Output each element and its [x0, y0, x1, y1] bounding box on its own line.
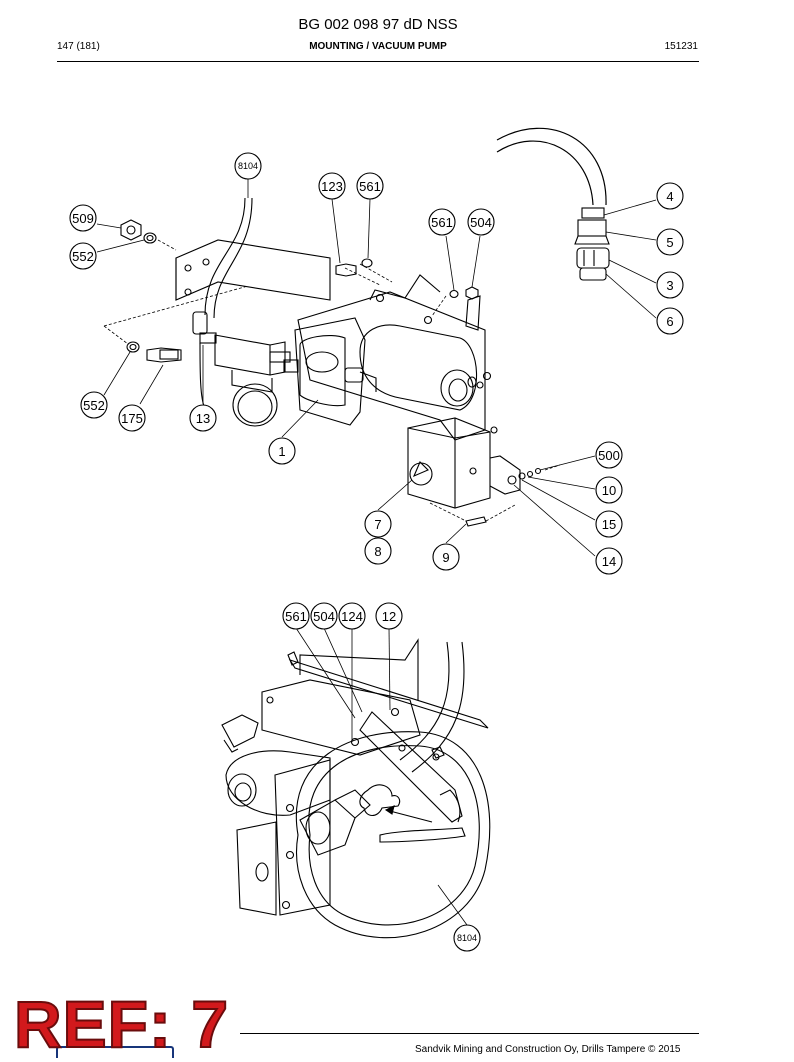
svg-text:5: 5 [666, 235, 673, 250]
svg-text:175: 175 [121, 411, 143, 426]
svg-text:500: 500 [598, 448, 620, 463]
svg-text:15: 15 [602, 517, 616, 532]
callout-10: 10 [595, 476, 623, 504]
section-title: MOUNTING / VACUUM PUMP [309, 41, 447, 52]
svg-text:561: 561 [431, 215, 453, 230]
header-rule [57, 61, 699, 62]
callout-123: 123 [318, 172, 346, 200]
callout-504-bottom: 504 [310, 602, 338, 630]
svg-text:509: 509 [72, 211, 94, 226]
company-logo-icon [56, 1046, 174, 1058]
callout-500: 500 [595, 441, 623, 469]
svg-text:123: 123 [321, 179, 343, 194]
top-assembly-drawing [96, 127, 657, 557]
callout-504-top: 504 [467, 208, 495, 236]
svg-text:124: 124 [341, 609, 363, 624]
callout-6: 6 [656, 307, 684, 335]
svg-text:552: 552 [72, 249, 94, 264]
callout-8: 8 [364, 537, 392, 565]
svg-text:561: 561 [285, 609, 307, 624]
svg-text:6: 6 [666, 314, 673, 329]
document-title: BG 002 098 97 dD NSS [298, 16, 458, 33]
svg-text:8104: 8104 [238, 161, 258, 171]
page-number: 147 (181) [57, 41, 100, 52]
callout-552-top-a: 552 [69, 242, 97, 270]
callout-124: 124 [338, 602, 366, 630]
callout-15: 15 [595, 510, 623, 538]
svg-text:14: 14 [602, 554, 616, 569]
callout-5: 5 [656, 228, 684, 256]
svg-text:3: 3 [666, 278, 673, 293]
callout-9: 9 [432, 543, 460, 571]
svg-text:9: 9 [442, 550, 449, 565]
callout-12: 12 [375, 602, 403, 630]
svg-text:1: 1 [278, 444, 285, 459]
callout-552-top-b: 552 [80, 391, 108, 419]
callout-4: 4 [656, 182, 684, 210]
svg-text:504: 504 [313, 609, 335, 624]
callout-8104-top: 8104 [234, 152, 262, 180]
svg-text:561: 561 [359, 179, 381, 194]
callout-3: 3 [656, 271, 684, 299]
callout-14: 14 [595, 547, 623, 575]
svg-text:552: 552 [83, 398, 105, 413]
callout-509: 509 [69, 204, 97, 232]
svg-text:8: 8 [374, 544, 381, 559]
svg-text:12: 12 [382, 609, 396, 624]
callout-561-top-b: 561 [428, 208, 456, 236]
callout-1: 1 [268, 437, 296, 465]
svg-text:504: 504 [470, 215, 492, 230]
svg-text:13: 13 [196, 411, 210, 426]
ref-stamp: REF: 7 [13, 986, 230, 1062]
callout-13: 13 [189, 404, 217, 432]
svg-text:4: 4 [666, 189, 673, 204]
callout-561-bottom: 561 [282, 602, 310, 630]
svg-text:8104: 8104 [457, 933, 477, 943]
footer-rule [240, 1033, 699, 1034]
callout-8104-bottom: 8104 [453, 924, 481, 952]
callout-7: 7 [364, 510, 392, 538]
svg-text:10: 10 [602, 483, 616, 498]
footer-copyright: Sandvik Mining and Construction Oy, Dril… [415, 1044, 681, 1055]
svg-text:7: 7 [374, 517, 381, 532]
bottom-assembly-drawing [221, 627, 491, 939]
callout-561-top-a: 561 [356, 172, 384, 200]
callout-175: 175 [118, 404, 146, 432]
date-code: 151231 [664, 41, 698, 52]
